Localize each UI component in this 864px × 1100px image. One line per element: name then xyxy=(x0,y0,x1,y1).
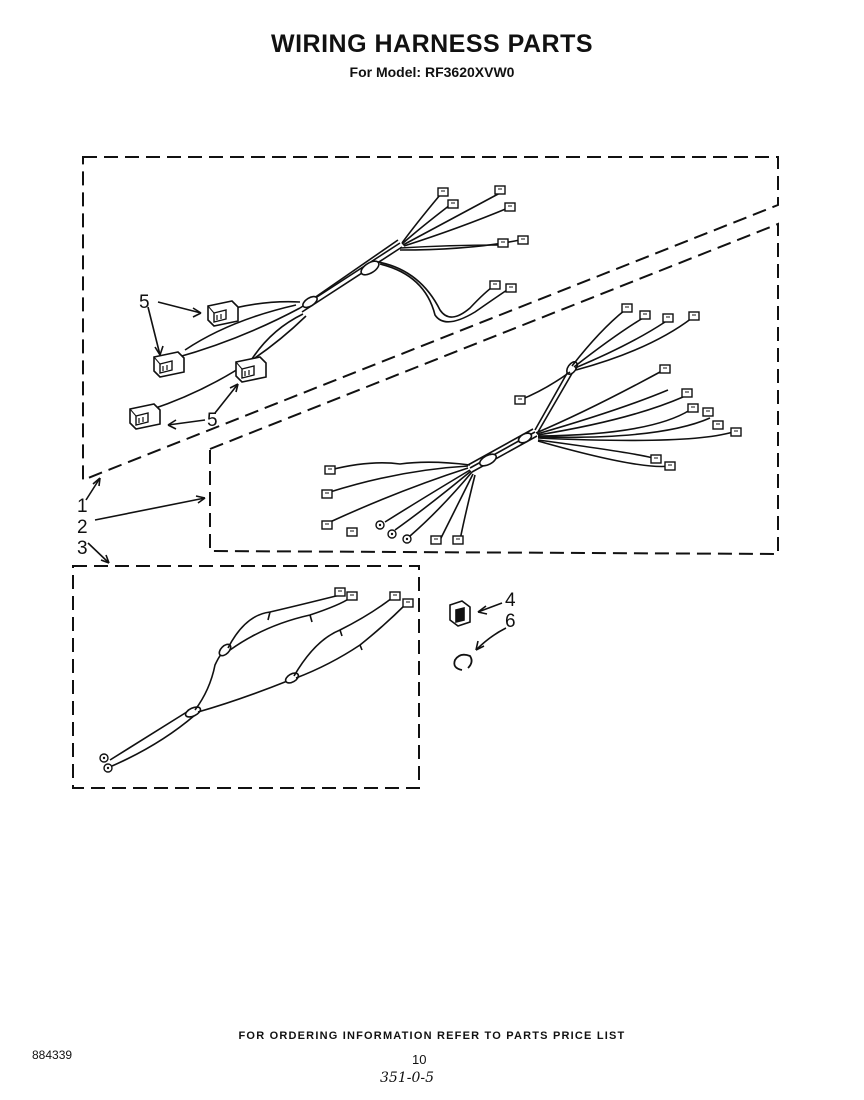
ring-terminal xyxy=(103,763,113,773)
callout-2: 2 xyxy=(77,517,88,538)
leader-lines xyxy=(85,301,507,651)
ring-terminal xyxy=(402,534,412,544)
terminal-connector xyxy=(346,527,358,537)
part-2-outline xyxy=(209,222,779,556)
terminal-connector xyxy=(402,598,414,608)
terminal-connector xyxy=(730,427,742,437)
document-number: 884339 xyxy=(32,1048,73,1062)
callout-5-bottom: 5 xyxy=(207,410,218,431)
ordering-note: FOR ORDERING INFORMATION REFER TO PARTS … xyxy=(238,1030,626,1042)
plug-connector xyxy=(207,300,239,327)
terminal-connector xyxy=(447,199,459,209)
part-1-outline xyxy=(82,156,779,482)
terminal-connector xyxy=(497,238,509,248)
part-3-outline xyxy=(72,565,420,789)
terminal-connector xyxy=(517,235,529,245)
terminal-connector xyxy=(389,591,401,601)
terminal-connector xyxy=(346,591,358,601)
terminal-connector xyxy=(712,420,724,430)
callout-4: 4 xyxy=(505,590,516,611)
harness-part-2 xyxy=(329,309,734,541)
terminal-connector xyxy=(324,465,336,475)
page-number: 10 xyxy=(412,1052,427,1067)
terminal-connector xyxy=(321,489,333,499)
terminal-connector xyxy=(650,454,662,464)
clip-part-4 xyxy=(449,600,471,627)
terminal-connector xyxy=(430,535,442,545)
plug-connector xyxy=(153,351,185,378)
terminal-connector xyxy=(659,364,671,374)
ring-terminal xyxy=(375,520,385,530)
page-title: WIRING HARNESS PARTS xyxy=(270,30,594,58)
model-subtitle: For Model: RF3620XVW0 xyxy=(349,64,515,80)
terminal-connector xyxy=(334,587,346,597)
terminal-connector xyxy=(452,535,464,545)
harness-part-3 xyxy=(109,594,408,767)
terminal-connector xyxy=(702,407,714,417)
callout-6: 6 xyxy=(505,611,516,632)
terminal-connector xyxy=(514,395,526,405)
plug-connector xyxy=(129,403,161,430)
hook-part-6 xyxy=(453,653,473,671)
terminal-connector xyxy=(681,388,693,398)
handwritten-note: 351-0-5 xyxy=(380,1070,434,1086)
callout-1: 1 xyxy=(77,496,88,517)
terminal-connector xyxy=(664,461,676,471)
callout-3: 3 xyxy=(77,538,88,559)
terminal-connector xyxy=(505,283,517,293)
ring-terminal xyxy=(387,529,397,539)
terminal-connector xyxy=(688,311,700,321)
ring-terminal xyxy=(99,753,109,763)
terminal-connector xyxy=(494,185,506,195)
terminal-connector xyxy=(662,313,674,323)
terminal-connector xyxy=(621,303,633,313)
terminal-connector xyxy=(639,310,651,320)
terminal-connector xyxy=(687,403,699,413)
terminal-connector xyxy=(437,187,449,197)
terminal-connector xyxy=(489,280,501,290)
plug-connector xyxy=(235,356,267,383)
terminal-connector xyxy=(321,520,333,530)
callout-5-top: 5 xyxy=(139,292,150,313)
terminal-connector xyxy=(504,202,516,212)
harness-part-1 xyxy=(149,192,521,411)
